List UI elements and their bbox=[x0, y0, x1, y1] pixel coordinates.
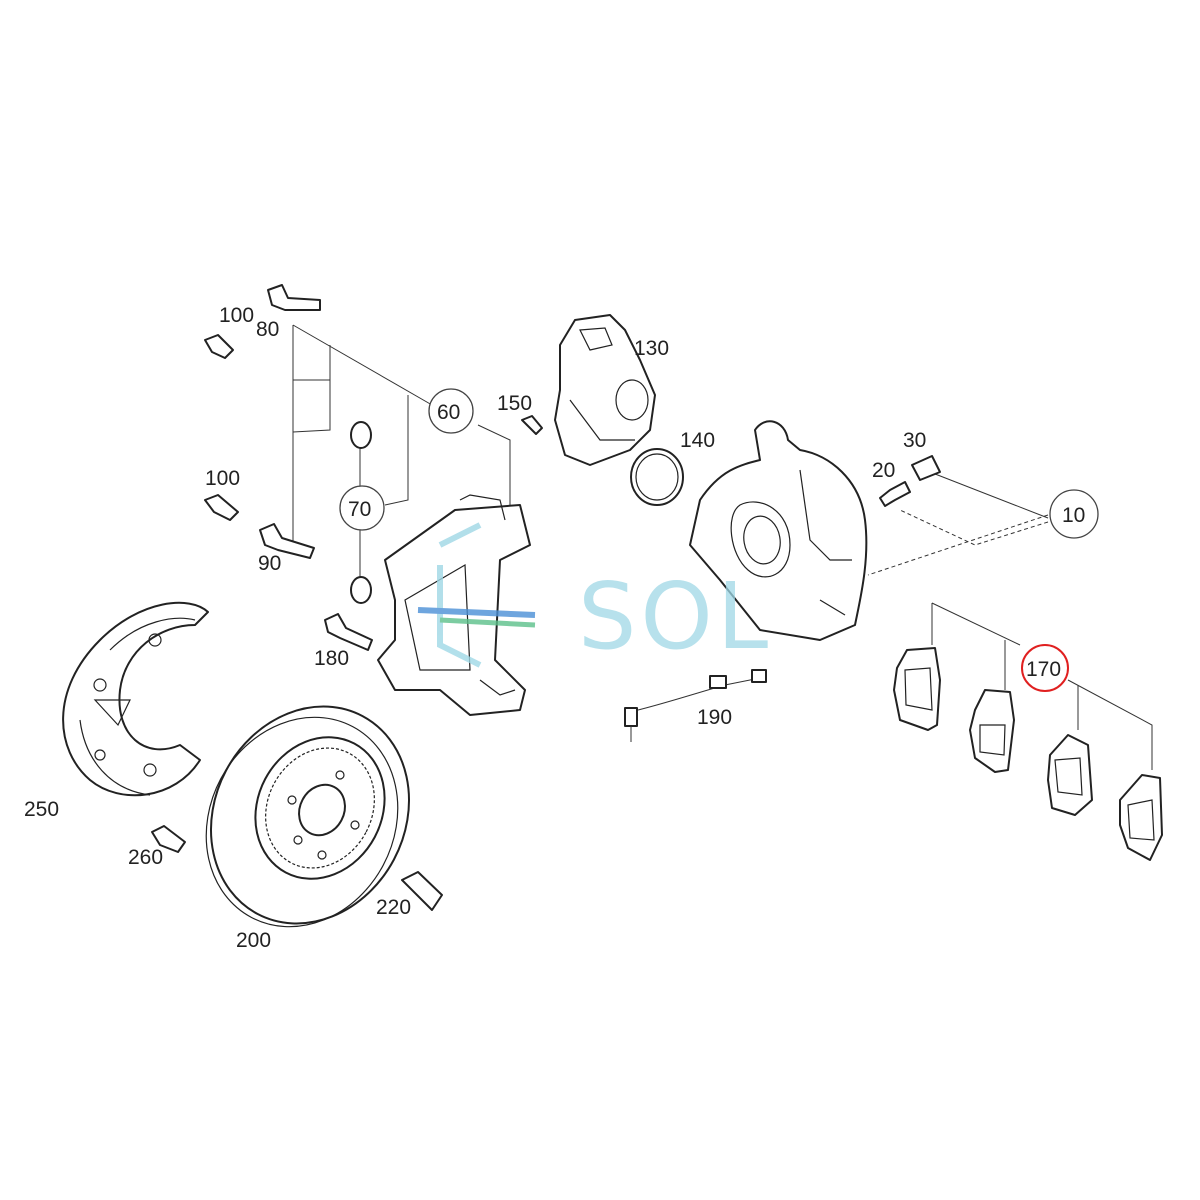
seal-ring-inner bbox=[635, 453, 679, 501]
label-80: 80 bbox=[256, 318, 279, 341]
label-100b: 100 bbox=[205, 467, 240, 490]
watermark-logo-icon bbox=[417, 522, 536, 668]
bolt-180 bbox=[324, 613, 373, 651]
label-150: 150 bbox=[497, 392, 532, 415]
label-220: 220 bbox=[376, 896, 411, 919]
bolt-260 bbox=[151, 825, 186, 853]
bubble-60 bbox=[428, 388, 474, 434]
seal-ring-part bbox=[630, 448, 684, 506]
cap-30 bbox=[911, 455, 941, 481]
brake-pad-1 bbox=[893, 647, 941, 731]
brake-pad-3 bbox=[1047, 734, 1093, 816]
watermark: SOL bbox=[417, 522, 772, 670]
screw-220 bbox=[401, 871, 443, 911]
label-60: 60 bbox=[437, 401, 460, 424]
brake-pad-2 bbox=[969, 689, 1015, 773]
label-20: 20 bbox=[872, 459, 895, 482]
brake-disc-part bbox=[205, 705, 410, 928]
brake-shield-part bbox=[62, 601, 209, 797]
highlight-circle-170 bbox=[1021, 644, 1069, 692]
bleeder-20 bbox=[879, 481, 911, 507]
bushing-70-top bbox=[350, 421, 372, 449]
label-130: 130 bbox=[634, 337, 669, 360]
guide-bolt-80 bbox=[267, 284, 321, 311]
caliper-carrier-part bbox=[377, 494, 531, 716]
label-180: 180 bbox=[314, 647, 349, 670]
bubble-70 bbox=[339, 485, 385, 531]
leader-lines bbox=[292, 324, 1153, 770]
label-200: 200 bbox=[236, 929, 271, 952]
caliper-housing-part bbox=[689, 420, 868, 641]
bolt-100a bbox=[204, 334, 234, 359]
bubble-10 bbox=[1049, 489, 1099, 539]
watermark-text: SOL bbox=[578, 563, 772, 670]
brake-pad-4 bbox=[1119, 774, 1163, 861]
label-30: 30 bbox=[903, 429, 926, 452]
screw-150 bbox=[521, 415, 543, 435]
bolt-100b bbox=[204, 494, 239, 521]
label-70: 70 bbox=[348, 498, 371, 521]
guide-bolt-90 bbox=[259, 523, 315, 559]
label-10: 10 bbox=[1062, 504, 1085, 527]
label-140: 140 bbox=[680, 429, 715, 452]
label-90: 90 bbox=[258, 552, 281, 575]
label-170: 170 bbox=[1026, 658, 1061, 681]
wear-sensor-part bbox=[624, 669, 767, 742]
label-190: 190 bbox=[697, 706, 732, 729]
label-100a: 100 bbox=[219, 304, 254, 327]
label-250: 250 bbox=[24, 798, 59, 821]
label-260: 260 bbox=[128, 846, 163, 869]
bushing-70-bottom bbox=[350, 576, 372, 604]
actuator-motor-part bbox=[554, 314, 656, 466]
